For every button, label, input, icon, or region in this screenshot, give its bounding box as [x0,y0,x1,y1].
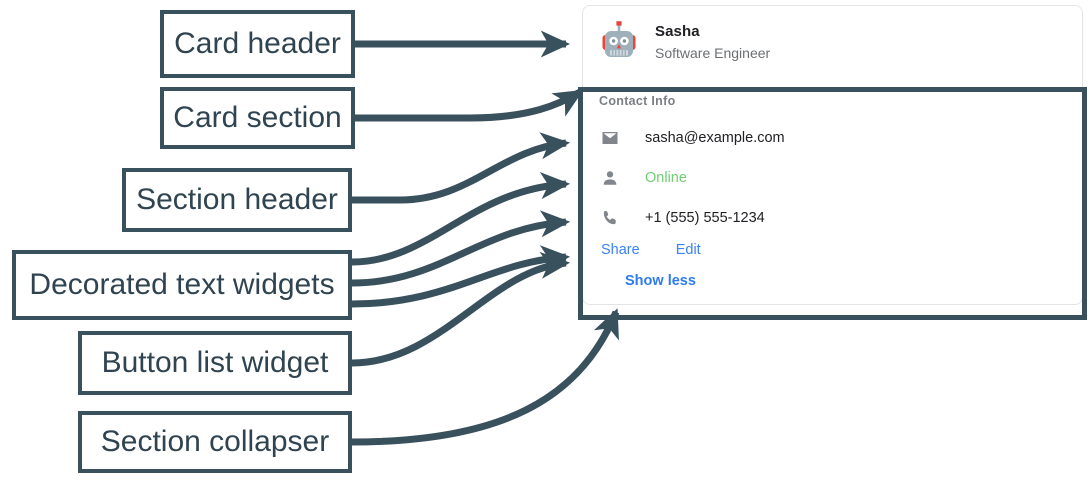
decorated-text-row-status: Online [599,162,1066,194]
card-section: Contact Info sasha@example.com [583,78,1082,304]
card-header-text: Sasha Software Engineer [655,23,770,61]
email-value: sasha@example.com [645,130,785,146]
annotation-card-section: Card section [160,87,355,149]
share-button[interactable]: Share [601,242,640,258]
arrow-text-widget-status [351,210,571,287]
contact-card: Sasha Software Engineer Contact Info sas… [582,5,1083,305]
annotation-button-list-widget: Button list widget [78,331,352,395]
person-subtitle: Software Engineer [655,45,771,61]
arrow-text-widget-phone [351,245,571,308]
phone-value: +1 (555) 555-1234 [645,210,765,226]
decorated-text-row-phone: +1 (555) 555-1234 [599,202,1066,234]
annotation-card-header: Card header [160,10,355,78]
button-list-widget: Share Edit [599,242,1066,258]
annotation-label: Card header [174,27,341,60]
annotation-label: Section header [136,183,338,216]
annotation-label: Card section [173,101,342,134]
section-collapser-button[interactable]: Show less [599,272,702,290]
annotation-label: Section collapser [100,425,330,458]
annotation-section-header: Section header [122,168,352,232]
annotation-label: Button list widget [101,346,329,379]
annotation-section-collapser: Section collapser [78,411,352,473]
card-header: Sasha Software Engineer [583,6,1082,78]
phone-icon [599,209,621,227]
arrow-text-widget-email [351,172,571,266]
arrow-button-list [351,251,571,367]
arrow-section-header [352,132,571,204]
person-name: Sasha [655,23,700,40]
email-icon [599,129,621,147]
decorated-text-row-email: sasha@example.com [599,122,1066,154]
edit-button[interactable]: Edit [675,242,701,258]
arrow-card-section [355,88,584,122]
annotation-label: Decorated text widgets [29,268,335,301]
section-header: Contact Info [599,94,676,108]
annotation-decorated-text-widgets: Decorated text widgets [12,250,352,320]
arrow-section-collapser [351,308,620,446]
status-value: Online [645,170,687,186]
person-icon [599,169,621,187]
robot-avatar-icon [602,21,636,57]
